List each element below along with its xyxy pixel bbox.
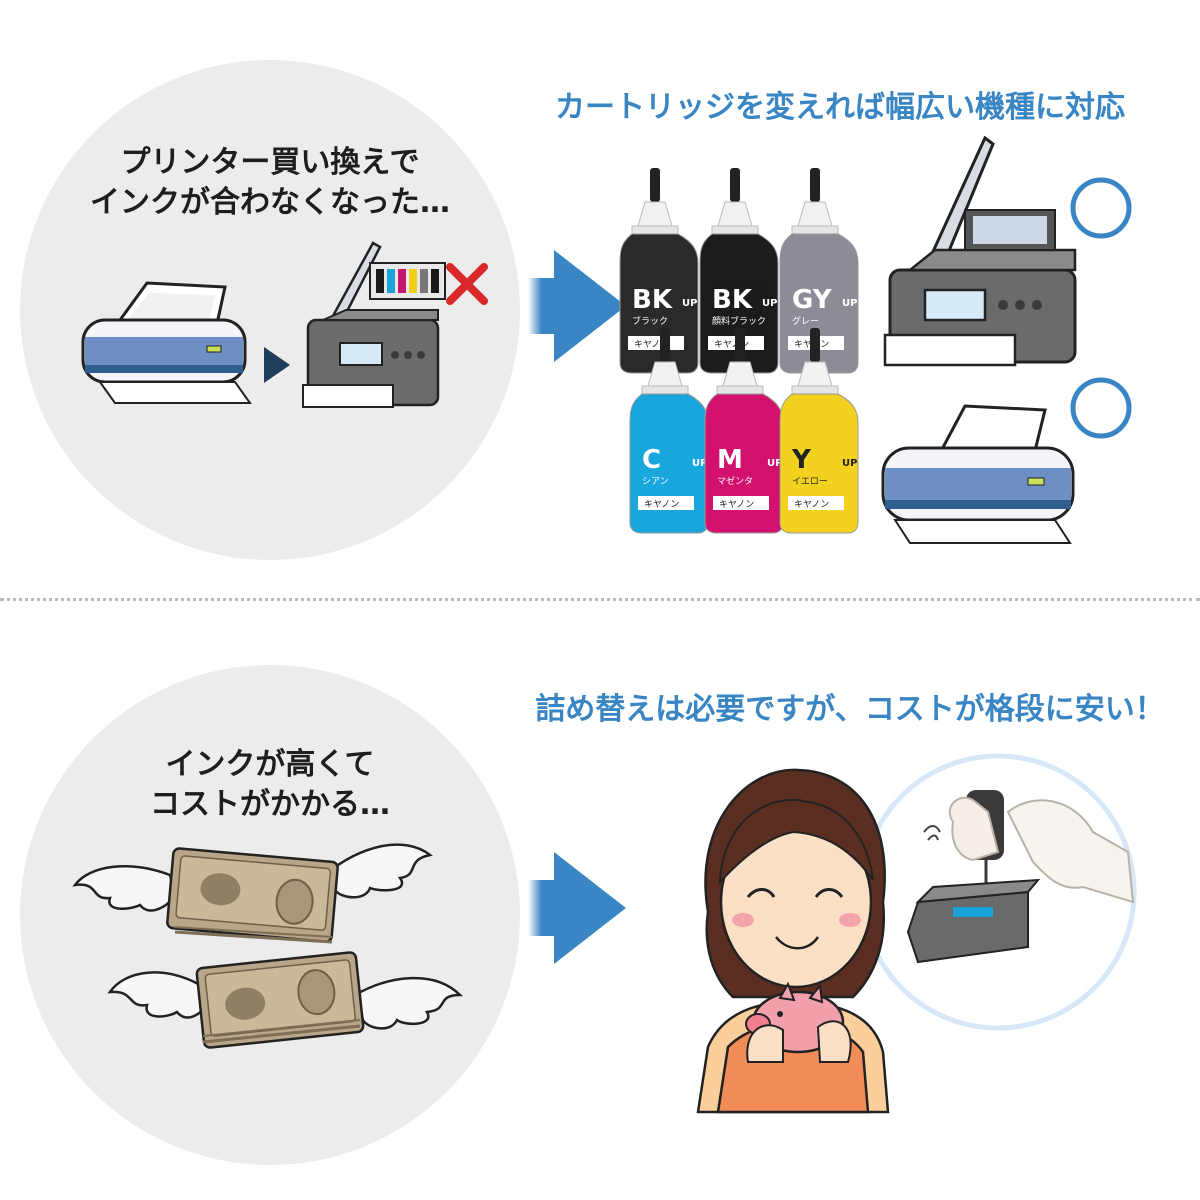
woman-piggy-bank-icon bbox=[696, 768, 890, 1114]
bottle-code-label: BK bbox=[632, 285, 673, 315]
bottle-brand-box bbox=[713, 496, 769, 510]
solution-heading-bottom: 詰め替えは必要ですが、コストが格段に安い！ bbox=[535, 692, 1165, 727]
inkjet-printer-icon bbox=[81, 281, 252, 404]
bottle-up-label: UP bbox=[692, 458, 707, 469]
bottle-brand-box bbox=[638, 496, 694, 510]
bottle-up-label: UP bbox=[767, 458, 782, 469]
inkjet-printer-large-icon bbox=[881, 404, 1075, 544]
bottle-brand-label: キヤノン bbox=[644, 500, 679, 510]
ng-x-icon bbox=[446, 263, 488, 305]
bottle-up-label: UP bbox=[842, 298, 857, 309]
bottle-code-label: GY bbox=[792, 285, 833, 315]
bottle-color-name: シアン bbox=[642, 477, 669, 487]
bottle-brand-label: キヤノン bbox=[714, 340, 749, 350]
bottle-code-label: BK bbox=[712, 285, 753, 315]
ink-bottle-2: GYUPグレーキヤノン bbox=[779, 168, 859, 374]
bottle-brand-label: キヤノン bbox=[794, 500, 829, 510]
ok-circle-icon-1 bbox=[1070, 177, 1132, 239]
arrow-right-icon-bottom bbox=[528, 852, 626, 964]
bottle-code-label: Y bbox=[791, 445, 812, 475]
bottle-up-label: UP bbox=[762, 298, 777, 309]
bottle-brand-box bbox=[788, 496, 844, 510]
bottle-color-name: マゼンタ bbox=[717, 475, 753, 487]
small-arrow-icon bbox=[264, 347, 290, 383]
bottle-color-name: イエロー bbox=[792, 477, 828, 487]
section-divider bbox=[0, 598, 1200, 601]
bottle-code-label: M bbox=[717, 445, 743, 475]
bottle-code-label: C bbox=[642, 445, 661, 475]
flying-money-icon-2 bbox=[107, 951, 464, 1049]
flying-money-icon-1 bbox=[72, 843, 433, 944]
bottle-color-name: グレー bbox=[792, 315, 819, 327]
multifunction-printer-icon bbox=[302, 241, 488, 408]
problem-text-bottom: インクが高くて コストがかかる… bbox=[150, 747, 390, 822]
ok-circle-icon-2 bbox=[1070, 377, 1132, 439]
bottle-color-name: 顔料ブラック bbox=[712, 315, 766, 327]
problem-text-top: プリンター買い換えで インクが合わなくなった… bbox=[90, 145, 450, 220]
bottle-up-label: UP bbox=[842, 458, 857, 469]
multifunction-printer-large-icon bbox=[883, 135, 1077, 367]
bottle-brand-label: キヤノン bbox=[719, 500, 754, 510]
arrow-right-icon-top bbox=[528, 250, 626, 362]
refill-inset-icon bbox=[859, 753, 1137, 1031]
ink-cartridges-icon bbox=[369, 262, 446, 300]
bottle-color-name: ブラック bbox=[632, 315, 668, 327]
bottle-brand-label: キヤノン bbox=[634, 340, 669, 350]
solution-heading-top: カートリッジを変えれば幅広い機種に対応 bbox=[555, 90, 1125, 125]
bottle-up-label: UP bbox=[682, 298, 697, 309]
